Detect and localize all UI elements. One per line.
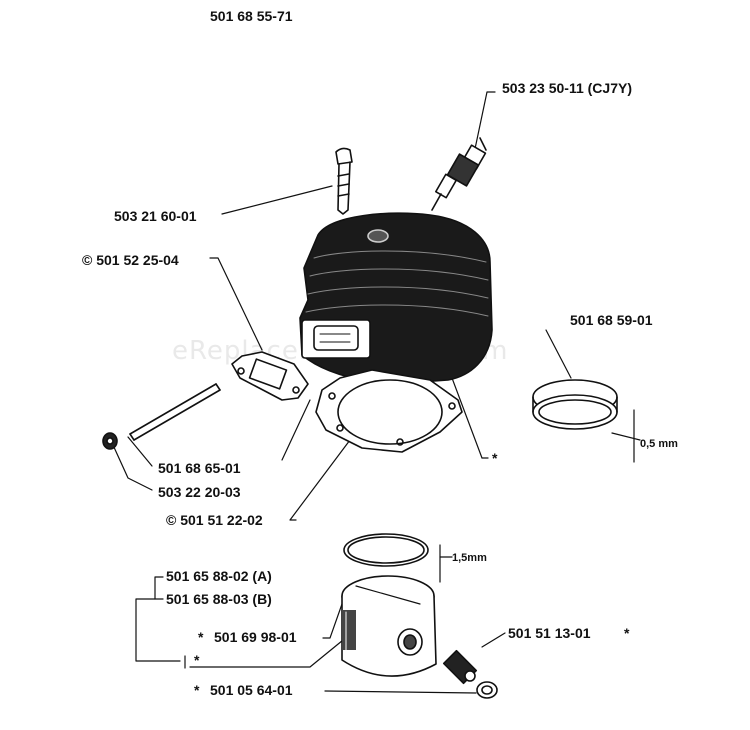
star-bracket: * — [194, 652, 200, 668]
ring-set — [532, 379, 618, 430]
label-piston-ring-size: 1,5mm — [452, 552, 487, 564]
label-muffler-gasket: © 501 52 25-04 — [82, 252, 179, 268]
label-stud: 501 68 65-01 — [158, 460, 241, 476]
label-piston-a: 501 65 88-02 (A) — [166, 568, 272, 584]
label-cylinder-gasket: © 501 51 22-02 — [166, 512, 263, 528]
assembly-number: 501 68 55-71 — [210, 8, 293, 24]
circlip — [476, 681, 498, 699]
cylinder-gasket — [315, 369, 463, 453]
stud — [129, 383, 221, 441]
label-nut: 503 22 20-03 — [158, 484, 241, 500]
piston — [341, 575, 437, 677]
label-spark-plug: 503 23 50-11 (CJ7Y) — [502, 80, 632, 96]
leader-lines — [112, 91, 641, 694]
pin-bearing — [442, 649, 478, 685]
star-circlip: * — [194, 682, 200, 698]
label-ring-size: 0,5 mm — [640, 438, 678, 450]
muffler-gasket — [231, 351, 309, 401]
nut — [102, 432, 118, 450]
star-cylinder: * — [492, 450, 498, 466]
label-piston: 501 69 98-01 — [214, 629, 297, 645]
label-circlip: 501 05 64-01 — [210, 682, 293, 698]
spark-plug — [431, 137, 487, 211]
label-piston-b: 501 65 88-03 (B) — [166, 591, 272, 607]
label-ring-set: 501 68 59-01 — [570, 312, 653, 328]
star-pin-bearing: * — [624, 625, 630, 641]
label-pin-bearing: 501 51 13-01 — [508, 625, 591, 641]
star-piston: * — [198, 629, 204, 645]
label-screw: 503 21 60-01 — [114, 208, 197, 224]
piston-ring — [343, 533, 429, 567]
cylinder — [299, 212, 493, 385]
screw — [335, 147, 353, 215]
